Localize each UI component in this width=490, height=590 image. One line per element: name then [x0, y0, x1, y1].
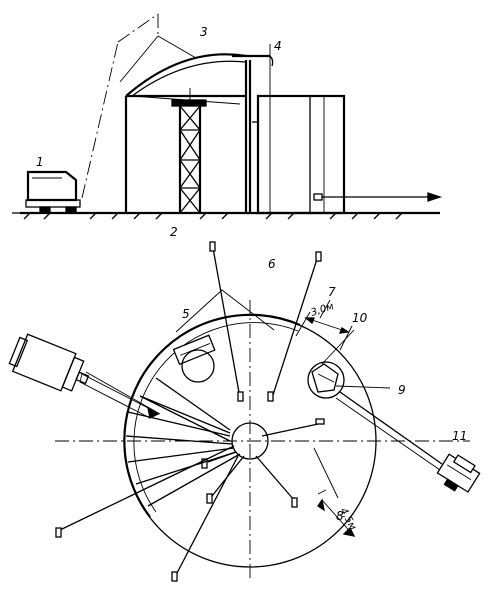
tank-building [124, 94, 346, 215]
vertical-column-4 [244, 44, 271, 213]
projection-line-a [81, 41, 119, 199]
roller-9-10 [307, 361, 345, 399]
label-8: 8 [336, 509, 344, 523]
leader-10 [321, 329, 355, 365]
jet-machine [8, 333, 161, 419]
tank-wall-arc [123, 313, 301, 518]
plan-view [8, 241, 481, 582]
elevation-view [12, 13, 443, 220]
unit-5 [172, 334, 216, 383]
label-1: 1 [36, 155, 44, 169]
label-4: 4 [274, 39, 282, 53]
label-2: 2 [170, 225, 178, 239]
dimension-45m [317, 489, 356, 537]
output-pipe-arrow [313, 192, 443, 202]
label-5: 5 [182, 307, 190, 321]
spray-fan-lines [125, 377, 241, 507]
ground-hatching [23, 212, 403, 220]
label-9: 9 [398, 383, 406, 397]
cable-line [339, 391, 443, 465]
leader-7 [319, 299, 331, 319]
dimension-label-3m: 3,0м [310, 301, 336, 319]
projection-line-b [117, 13, 159, 43]
label-10: 10 [352, 311, 368, 325]
radial-probes [55, 241, 325, 582]
machine-1 [12, 170, 81, 214]
label-11: 11 [452, 429, 467, 443]
dimension-3m [295, 311, 353, 351]
label-7: 7 [328, 285, 336, 299]
label-3: 3 [200, 25, 208, 39]
leader-9 [335, 385, 391, 389]
labels: 1 2 3 4 5 6 7 8 9 10 11 3,0м 4,5м [36, 25, 467, 533]
leader-8 [313, 447, 339, 499]
label-6: 6 [268, 257, 276, 271]
central-hub [231, 422, 269, 460]
roof-arch-3 [119, 35, 274, 105]
leader-6 [175, 289, 275, 333]
machine-11 [436, 453, 481, 493]
lattice-tower-2 [171, 88, 207, 214]
